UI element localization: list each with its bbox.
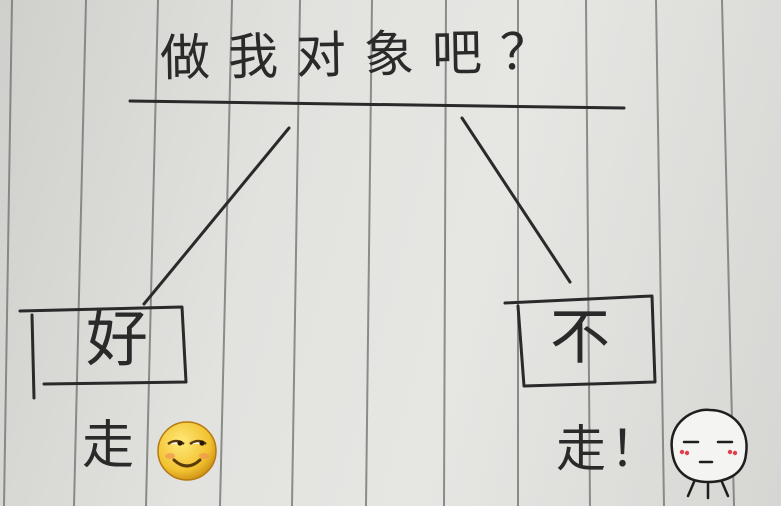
- outcome-right-label: 走！: [556, 420, 664, 478]
- option-right-label: 不: [550, 303, 610, 373]
- title-underline: [128, 99, 626, 110]
- smug-smiley-emoji-icon: [157, 421, 217, 481]
- outcome-left-label: 走: [82, 416, 135, 476]
- doodle-face-icon: [670, 408, 748, 500]
- option-left-label: 好: [86, 302, 149, 375]
- branch-right: [460, 116, 572, 284]
- question-title: 做我对象吧？: [159, 22, 569, 88]
- box-left: [18, 305, 188, 400]
- branch-left: [142, 126, 291, 306]
- box-right: [503, 294, 657, 388]
